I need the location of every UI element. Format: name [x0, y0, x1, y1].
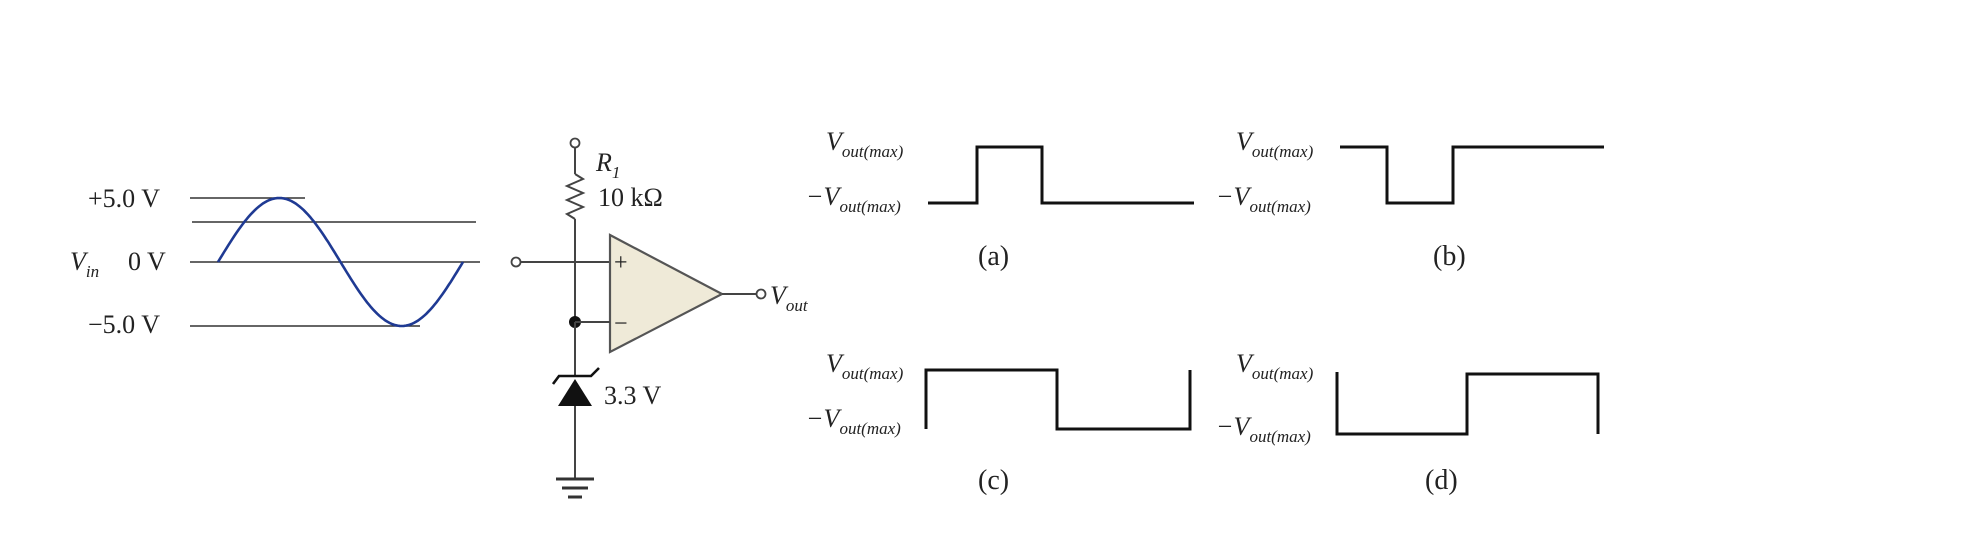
r1-label: R1	[595, 148, 620, 182]
option-a-caption: (a)	[978, 241, 1009, 272]
comparator-circuit: R1 10 kΩ + − Vout 3.3 V	[510, 137, 809, 499]
option-b-waveform	[1340, 145, 1604, 205]
input-terminal	[510, 256, 522, 268]
option-b-low-symbol: −V	[1216, 182, 1253, 211]
option-b-high-label: Vout(max)	[1236, 127, 1314, 161]
vout-symbol: V	[770, 281, 789, 310]
option-c-waveform	[924, 368, 1192, 431]
option-a-waveform	[928, 145, 1194, 205]
option-b: Vout(max) −Vout(max) (b)	[1216, 127, 1604, 272]
option-c-low-subscript: out(max)	[839, 419, 901, 438]
option-b-high-subscript: out(max)	[1252, 142, 1314, 161]
option-d-low-label: −Vout(max)	[1216, 412, 1311, 446]
zero-voltage-label: 0 V	[128, 247, 166, 276]
option-d: Vout(max) −Vout(max) (d)	[1216, 349, 1600, 496]
option-c: Vout(max) −Vout(max) (c)	[806, 349, 1192, 496]
noninverting-sign: +	[614, 250, 628, 276]
option-d-low-symbol: −V	[1216, 412, 1253, 441]
option-b-low-label: −Vout(max)	[1216, 182, 1311, 216]
option-a-high-subscript: out(max)	[842, 142, 904, 161]
option-b-low-subscript: out(max)	[1249, 197, 1311, 216]
option-d-caption: (d)	[1425, 465, 1458, 496]
supply-terminal	[569, 137, 581, 149]
option-a-low-symbol: −V	[806, 182, 843, 211]
option-d-high-subscript: out(max)	[1252, 364, 1314, 383]
option-c-low-symbol: −V	[806, 404, 843, 433]
option-c-caption: (c)	[978, 465, 1009, 496]
resistor-r1	[564, 173, 586, 220]
option-d-waveform	[1335, 372, 1600, 436]
output-terminal	[755, 288, 767, 300]
option-a-high-symbol: V	[826, 127, 845, 156]
option-d-high-label: Vout(max)	[1236, 349, 1314, 383]
option-b-high-symbol: V	[1236, 127, 1255, 156]
option-d-high-symbol: V	[1236, 349, 1255, 378]
zener-diode-icon	[558, 379, 592, 406]
option-c-high-label: Vout(max)	[826, 349, 904, 383]
zener-cathode-bar	[551, 367, 600, 385]
vout-subscript: out	[786, 296, 809, 315]
zener-label: 3.3 V	[604, 381, 662, 410]
neg-voltage-label: −5.0 V	[88, 310, 160, 339]
option-d-low-subscript: out(max)	[1249, 427, 1311, 446]
option-a: Vout(max) −Vout(max) (a)	[806, 127, 1194, 272]
input-signal: +5.0 V 0 V −5.0 V Vin	[70, 184, 480, 339]
vin-subscript: in	[86, 262, 99, 281]
r1-value: 10 kΩ	[598, 183, 663, 212]
option-c-low-label: −Vout(max)	[806, 404, 901, 438]
r1-subscript: 1	[612, 163, 621, 182]
ground-icon	[556, 477, 594, 499]
opamp-triangle	[608, 233, 725, 354]
option-b-caption: (b)	[1433, 241, 1466, 272]
option-a-low-label: −Vout(max)	[806, 182, 901, 216]
vin-symbol: V	[70, 247, 89, 276]
option-a-high-label: Vout(max)	[826, 127, 904, 161]
vin-sine-wave	[216, 196, 465, 328]
vin-label: Vin	[70, 247, 99, 281]
r1-symbol: R	[595, 148, 612, 177]
option-a-low-subscript: out(max)	[839, 197, 901, 216]
vout-label: Vout	[770, 281, 809, 315]
option-c-high-symbol: V	[826, 349, 845, 378]
option-c-high-subscript: out(max)	[842, 364, 904, 383]
inverting-sign: −	[614, 311, 628, 337]
pos-voltage-label: +5.0 V	[88, 184, 160, 213]
